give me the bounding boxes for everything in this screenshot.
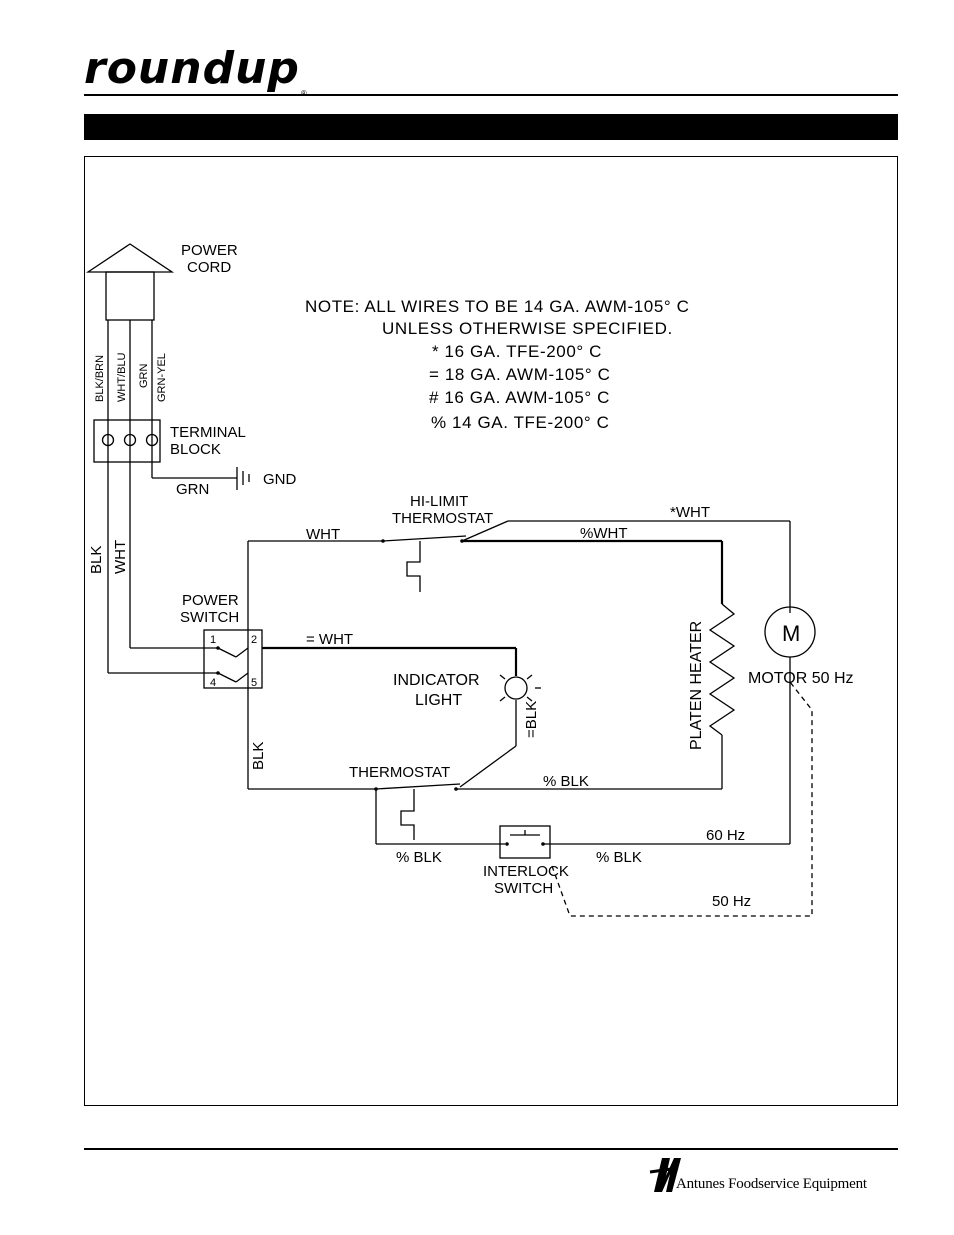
power-switch-label-1: POWER bbox=[182, 592, 239, 609]
hz60-label: 60 Hz bbox=[706, 827, 745, 844]
cord-wires bbox=[107, 320, 153, 673]
motor bbox=[764, 606, 816, 844]
diagram-frame bbox=[84, 156, 898, 1106]
power-cord-plug bbox=[85, 243, 175, 321]
motor-symbol: M bbox=[782, 621, 800, 646]
footer: Antunes Foodservice Equipment bbox=[648, 1152, 900, 1196]
registered-mark: ® bbox=[301, 89, 307, 98]
header-rule bbox=[84, 94, 898, 96]
interlock-switch bbox=[499, 825, 551, 859]
note-line-1: NOTE: ALL WIRES TO BE 14 GA. AWM-105° C bbox=[305, 297, 689, 316]
indicator-wiring bbox=[262, 646, 518, 788]
wire-spec-note: NOTE: ALL WIRES TO BE 14 GA. AWM-105° C … bbox=[305, 297, 689, 432]
indicator-light bbox=[499, 674, 541, 702]
motor-label: MOTOR 50 Hz bbox=[748, 670, 854, 687]
indicator-label-1: INDICATOR bbox=[393, 672, 480, 689]
title-bar bbox=[84, 114, 898, 140]
terminal-block-label-1: TERMINAL bbox=[170, 424, 246, 441]
wht-top-label: WHT bbox=[306, 526, 340, 543]
blk-left-label: BLK bbox=[88, 546, 105, 574]
switch-terminal-5: 5 bbox=[251, 677, 257, 689]
pct-blk-label-2: % BLK bbox=[396, 849, 442, 866]
interlock-wiring bbox=[375, 789, 790, 845]
dashed-50hz-wiring bbox=[551, 681, 813, 917]
terminal-block-label-2: BLOCK bbox=[170, 441, 221, 458]
note-line-5: # 16 GA. AWM-105° C bbox=[429, 388, 610, 407]
power-cord-label-2: CORD bbox=[187, 259, 231, 276]
interlock-label-1: INTERLOCK bbox=[483, 863, 569, 880]
footer-rule bbox=[84, 1148, 898, 1150]
note-line-2: UNLESS OTHERWISE SPECIFIED. bbox=[382, 319, 673, 338]
platen-heater-label: PLATEN HEATER bbox=[688, 621, 705, 750]
ground-symbol bbox=[152, 467, 250, 490]
pct-blk-label-3: % BLK bbox=[596, 849, 642, 866]
note-line-6: % 14 GA. TFE-200° C bbox=[431, 413, 610, 432]
thermostat-label: THERMOSTAT bbox=[349, 764, 450, 781]
power-switch bbox=[108, 629, 263, 689]
cord-wire-label-grn: GRN bbox=[138, 364, 150, 389]
cord-wire-label-wht-blu: WHT/BLU bbox=[116, 352, 128, 402]
hz50-label: 50 Hz bbox=[712, 893, 751, 910]
star-wht-label: *WHT bbox=[670, 504, 710, 521]
platen-heater bbox=[708, 603, 736, 736]
pct-wht-label: %WHT bbox=[580, 525, 628, 542]
roundup-logo: roundup® bbox=[84, 40, 324, 98]
hi-limit-label-1: HI-LIMIT bbox=[410, 493, 468, 510]
switch-terminal-2: 2 bbox=[251, 634, 257, 646]
main-wiring bbox=[247, 539, 724, 790]
indicator-label-2: LIGHT bbox=[415, 692, 462, 709]
hi-limit-label-2: THERMOSTAT bbox=[392, 510, 493, 527]
antunes-logo-icon bbox=[649, 1158, 681, 1192]
gnd-label: GND bbox=[263, 471, 297, 488]
switch-terminal-4: 4 bbox=[210, 677, 216, 689]
eq-wht-label: = WHT bbox=[306, 631, 353, 648]
eq-blk-label: =BLK bbox=[523, 701, 540, 738]
note-line-3: * 16 GA. TFE-200° C bbox=[432, 342, 602, 361]
power-cord-label-1: POWER bbox=[181, 242, 238, 259]
interlock-label-2: SWITCH bbox=[494, 880, 553, 897]
hi-limit-thermostat bbox=[381, 520, 509, 592]
thermostat bbox=[374, 783, 461, 840]
terminal-block bbox=[93, 419, 161, 463]
star-wht-wire bbox=[508, 520, 791, 613]
cord-wire-label-blk-brn: BLK/BRN bbox=[94, 355, 106, 402]
grn-label: GRN bbox=[176, 481, 209, 498]
note-line-4: = 18 GA. AWM-105° C bbox=[429, 365, 611, 384]
company-name: Antunes Foodservice Equipment bbox=[676, 1176, 867, 1192]
wht-left-label: WHT bbox=[112, 540, 129, 574]
pct-blk-label-1: % BLK bbox=[543, 773, 589, 790]
blk-mid-label: BLK bbox=[250, 742, 267, 770]
power-switch-label-2: SWITCH bbox=[180, 609, 239, 626]
cord-wire-label-grn-yel: GRN-YEL bbox=[156, 353, 168, 402]
switch-terminal-1: 1 bbox=[210, 634, 216, 646]
brand-name: roundup bbox=[84, 43, 300, 94]
